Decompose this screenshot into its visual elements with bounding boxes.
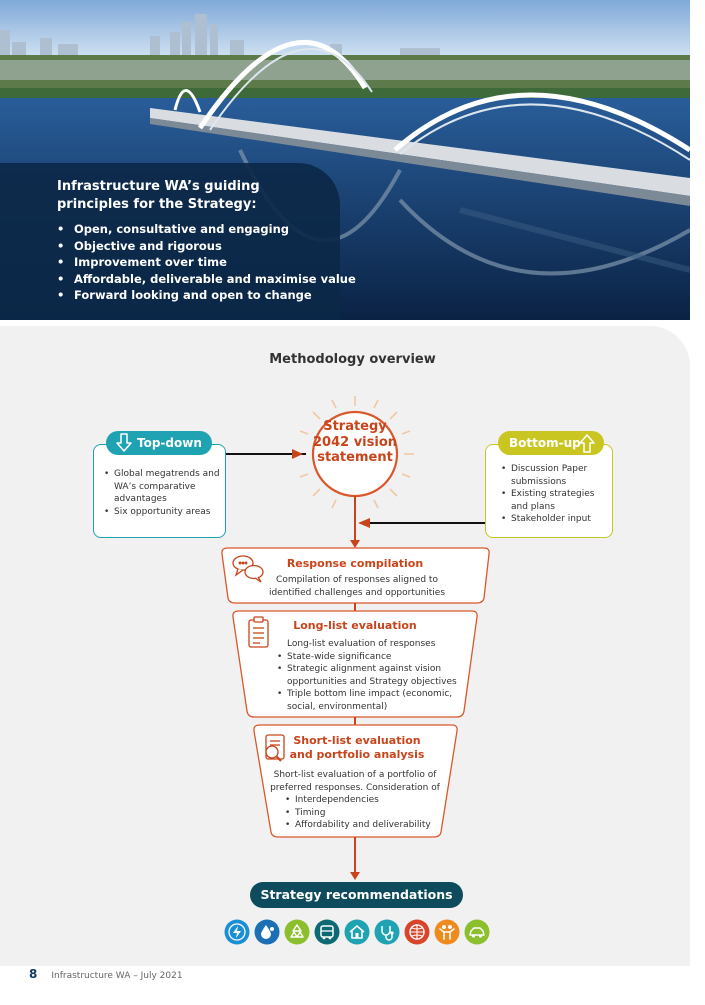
footer-date: – July 2021 <box>133 971 183 981</box>
page-footer: 8 Infrastructure WA – July 2021 <box>29 967 183 985</box>
document-search-icon <box>265 734 285 762</box>
stage-1-text: Compilation of responses aligned to iden… <box>268 575 446 598</box>
top-down-label: Top-down <box>137 436 202 450</box>
checklist-icon <box>248 616 269 648</box>
stage-3-intro: Short-list evaluation of a portfolio of … <box>270 770 440 793</box>
community-icon <box>434 919 460 945</box>
principle-item: Improvement over time <box>57 254 347 271</box>
top-down-list: Global megatrends and WA’s comparative a… <box>103 468 221 518</box>
strategy-recommendations: Strategy recommendations <box>250 882 463 908</box>
arrow-up-icon <box>579 434 595 453</box>
bottom-up-label: Bottom-up <box>509 436 581 450</box>
housing-icon <box>344 919 370 945</box>
bottom-up-tag: Bottom-up <box>498 431 604 455</box>
water-icon <box>254 919 280 945</box>
recycling-icon <box>284 919 310 945</box>
health-icon <box>374 919 400 945</box>
bottom-up-item: Stakeholder input <box>500 513 610 526</box>
stage-2-item: State-wide significance <box>277 651 463 664</box>
arrow-down-icon <box>116 433 132 452</box>
stage-3-title: Short-list evaluation and portfolio anal… <box>289 734 425 761</box>
top-down-item: Six opportunity areas <box>103 506 221 519</box>
bottom-up-item: Discussion Paper submissions <box>500 463 610 488</box>
bottom-up-item: Existing strategies and plans <box>500 488 610 513</box>
methodology-title: Methodology overview <box>269 352 436 367</box>
stage-2-item: Strategic alignment against vision oppor… <box>277 663 463 688</box>
stage-3-item: Interdependencies <box>285 794 445 807</box>
sun-rays <box>296 396 414 512</box>
stage-3-text: Short-list evaluation of a portfolio of … <box>265 769 445 832</box>
stage-1-title: Response compilation <box>286 557 424 570</box>
stage-2-intro: Long-list evaluation of responses <box>287 639 436 649</box>
footer-org: Infrastructure WA <box>51 971 131 981</box>
stage-3-item: Timing <box>285 807 445 820</box>
vehicle-icon <box>464 919 490 945</box>
stage-3-list: Interdependencies Timing Affordability a… <box>285 794 445 832</box>
energy-icon <box>224 919 250 945</box>
principles-title: Infrastructure WA’s guiding principles f… <box>57 179 260 212</box>
principle-item: Affordable, deliverable and maximise val… <box>57 271 356 288</box>
transport-icon <box>314 919 340 945</box>
principle-item: Objective and rigorous <box>57 238 347 255</box>
stage-1-box <box>221 547 490 604</box>
top-down-item: Global megatrends and WA’s comparative a… <box>103 468 221 506</box>
digital-icon <box>404 919 430 945</box>
sector-icons <box>224 919 490 947</box>
bottom-up-list: Discussion Paper submissions Existing st… <box>500 463 610 526</box>
stage-2-list: State-wide significance Strategic alignm… <box>277 651 463 714</box>
vision-statement: Strategy 2042 vision statement <box>312 419 398 465</box>
stage-3-item: Affordability and deliverability <box>285 819 445 832</box>
stage-2-text: Long-list evaluation of responses State-… <box>277 638 463 713</box>
principle-item: Forward looking and open to change <box>57 287 347 304</box>
principle-item: Open, consultative and engaging <box>57 221 347 238</box>
stage-2-item: Triple bottom line impact (economic, soc… <box>277 688 463 713</box>
principles-list: Open, consultative and engaging Objectiv… <box>57 221 356 304</box>
stage-2-title: Long-list evaluation <box>293 619 417 632</box>
speech-bubbles-icon <box>232 555 264 583</box>
page-number: 8 <box>29 967 38 981</box>
top-down-tag: Top-down <box>106 431 212 455</box>
